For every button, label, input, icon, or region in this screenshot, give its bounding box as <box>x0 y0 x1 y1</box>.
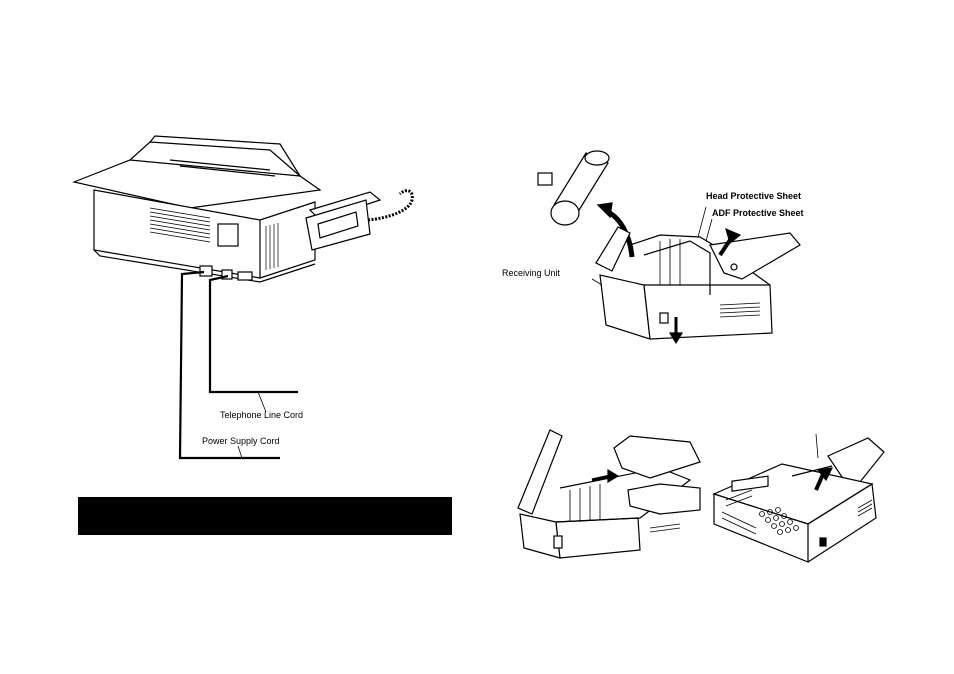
fax-front-illustration <box>712 428 892 578</box>
fax-open-illustration <box>510 145 830 350</box>
fax-open-drawing <box>510 145 830 350</box>
receiving-unit-label: Receiving Unit <box>502 269 560 278</box>
fax-front-drawing <box>712 428 892 578</box>
black-caption-bar <box>78 497 452 535</box>
telephone-line-cord-label: Telephone Line Cord <box>220 411 303 420</box>
head-protective-sheet-label: Head Protective Sheet <box>706 192 801 201</box>
power-supply-cord-label: Power Supply Cord <box>202 437 280 446</box>
fax-remove-sheet-drawing <box>510 418 710 563</box>
fax-remove-sheet-illustration <box>510 418 710 563</box>
adf-protective-sheet-label: ADF Protective Sheet <box>712 209 804 218</box>
